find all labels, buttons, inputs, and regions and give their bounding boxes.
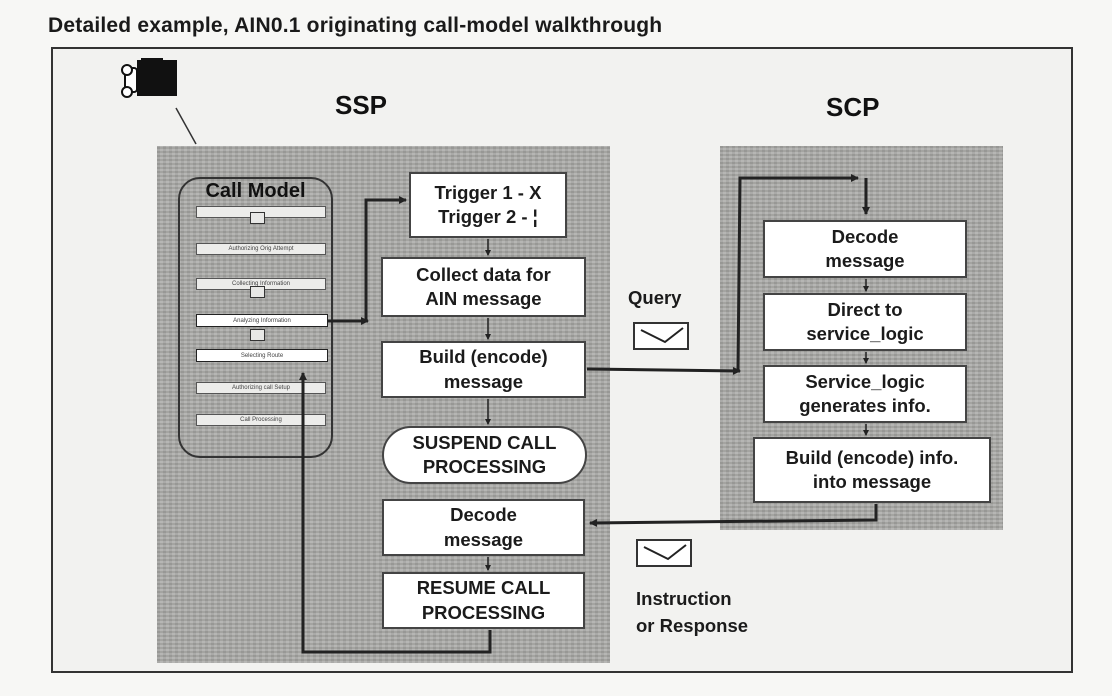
response-label: Instruction or Response — [636, 588, 749, 636]
telephone-icon — [115, 56, 181, 108]
collect-data-box: Collect data for AIN message — [381, 257, 586, 317]
suspend-call-box: SUSPEND CALL PROCESSING — [382, 426, 587, 484]
pic-5: Authorizing call Setup — [196, 382, 326, 394]
pic-3: Analyzing Information — [196, 314, 328, 327]
scp-decode-box: Decode message — [763, 220, 967, 278]
envelope-icon — [636, 539, 692, 567]
resume-call-box: RESUME CALL PROCESSING — [382, 572, 585, 629]
call-model-title: Call Model — [205, 180, 306, 202]
telephone-lead-line — [175, 107, 197, 145]
arrow-resume-to-call-model — [299, 372, 492, 654]
diagram-title: Detailed example, AIN0.1 originating cal… — [48, 14, 663, 37]
arrow-query-up — [736, 174, 859, 371]
ssp-heading: SSP — [335, 90, 388, 120]
direct-to-service-logic-box: Direct to service_logic — [763, 293, 967, 351]
build-info-box: Build (encode) info. into message — [753, 437, 991, 503]
scp-heading: SCP — [826, 92, 880, 122]
arrow-query — [586, 366, 741, 375]
envelope-icon — [633, 322, 689, 350]
pic-6: Call Processing — [196, 414, 326, 426]
pic-connector — [250, 212, 265, 224]
pic-connector — [250, 329, 265, 341]
pic-1: Authorizing Orig Attempt — [196, 243, 326, 255]
query-label: Query — [628, 287, 682, 308]
pic-4: Selecting Route — [196, 349, 328, 362]
call-model: Call Model — [178, 177, 333, 458]
build-message-box: Build (encode) message — [381, 341, 586, 398]
arrow-response — [589, 504, 878, 527]
service-logic-box: Service_logic generates info. — [763, 365, 967, 423]
arrow-analyzing-to-trigger — [328, 196, 407, 323]
trigger-box: Trigger 1 - X Trigger 2 - ¦ — [409, 172, 567, 238]
pic-connector — [250, 286, 265, 298]
decode-message-box: Decode message — [382, 499, 585, 556]
